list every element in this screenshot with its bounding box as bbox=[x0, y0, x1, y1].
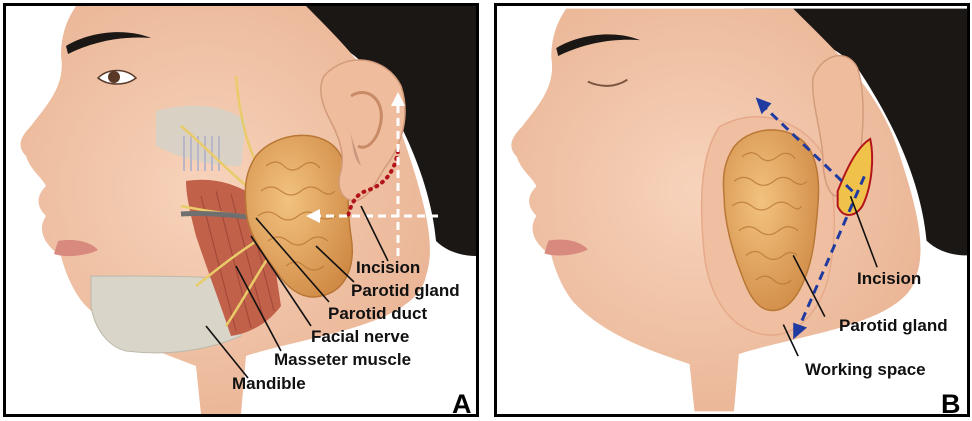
label-working-space-b: Working space bbox=[805, 361, 926, 378]
panel-label-a: A bbox=[452, 391, 472, 417]
label-mandible-a: Mandible bbox=[232, 375, 306, 392]
label-incision-b: Incision bbox=[857, 270, 921, 287]
panel-b: Incision Parotid gland Working space B bbox=[494, 3, 970, 417]
label-masseter-muscle-a: Masseter muscle bbox=[274, 351, 411, 368]
anatomy-illustration-b bbox=[497, 6, 967, 414]
label-parotid-gland-a: Parotid gland bbox=[351, 282, 460, 299]
label-parotid-gland-b: Parotid gland bbox=[839, 317, 948, 334]
label-parotid-duct-a: Parotid duct bbox=[328, 305, 427, 322]
label-facial-nerve-a: Facial nerve bbox=[311, 328, 409, 345]
panel-a: Incision Parotid gland Parotid duct Faci… bbox=[3, 3, 479, 417]
panel-label-b: B bbox=[941, 391, 961, 417]
label-incision-a: Incision bbox=[356, 259, 420, 276]
